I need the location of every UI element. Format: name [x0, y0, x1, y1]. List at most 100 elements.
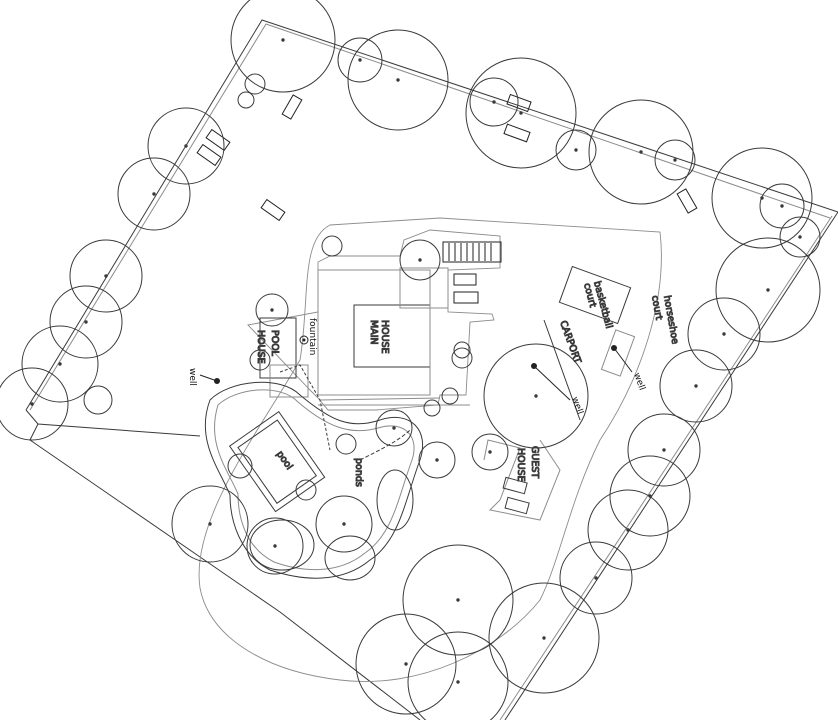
pool-house-footprint	[259, 317, 297, 379]
tree-trunk	[519, 111, 523, 115]
tree-canopy	[355, 613, 457, 715]
grounds-path	[198, 217, 662, 682]
car-northeast-2	[503, 123, 531, 143]
tree-canopy	[295, 479, 317, 501]
tree-trunk	[404, 662, 408, 666]
pool-house: POOL HOUSE	[255, 317, 309, 398]
pool-outer	[228, 410, 326, 513]
pool-house-label-2: HOUSE	[255, 330, 266, 364]
tree-canopy	[83, 385, 113, 415]
trees	[0, 0, 821, 720]
tree-canopy	[441, 387, 459, 405]
tree-trunk	[492, 100, 496, 104]
tree-trunk	[639, 150, 643, 154]
tree-canopy	[465, 57, 577, 169]
tree-trunk	[273, 544, 277, 548]
pond-1	[376, 469, 414, 531]
pool-house-deck	[269, 364, 309, 398]
tree-canopy	[418, 441, 456, 479]
pond-2	[324, 535, 376, 581]
tree-canopy	[453, 341, 471, 359]
driveway-edge-line	[25, 409, 201, 437]
tree-canopy	[469, 77, 519, 127]
pool-label: pool	[274, 449, 295, 472]
tree-canopy	[407, 631, 509, 720]
tree-trunk	[673, 158, 677, 162]
well-east-leader	[613, 347, 633, 373]
basketball-court: basketball court	[558, 265, 632, 330]
well-east-label: well	[631, 372, 647, 392]
main-house-footprint	[353, 304, 431, 368]
tree-trunk	[418, 258, 422, 262]
main-house-label-2: HOUSE	[379, 320, 390, 354]
tree-canopy	[0, 367, 69, 441]
tree-canopy	[555, 129, 597, 171]
tree-trunk	[208, 522, 212, 526]
car-garage-1	[453, 273, 477, 286]
tree-canopy	[321, 235, 343, 257]
tree-trunk	[30, 402, 34, 406]
pond-3	[249, 519, 315, 571]
tree-canopy	[117, 157, 191, 231]
parked-cars	[196, 93, 698, 222]
tree-trunk	[594, 576, 598, 580]
tree-canopy	[399, 239, 441, 281]
well-west-label: well	[187, 368, 197, 386]
tree-canopy	[335, 433, 357, 455]
car-northwest-2	[196, 143, 222, 167]
tree-canopy	[659, 349, 733, 423]
tree-canopy	[488, 582, 600, 694]
tree-trunk	[152, 192, 156, 196]
pool: pool	[228, 410, 326, 513]
tree-canopy	[255, 293, 289, 327]
tree-canopy	[483, 343, 589, 449]
tree-trunk	[798, 235, 802, 239]
tree-trunk	[574, 148, 578, 152]
tree-canopy	[402, 544, 514, 656]
tree-canopy	[337, 37, 383, 83]
well-carport-label: well	[569, 396, 585, 416]
tree-canopy	[587, 489, 669, 571]
tree-canopy	[654, 139, 696, 181]
tree-trunk	[780, 204, 784, 208]
car-east-1	[676, 188, 698, 214]
boundary-south-line	[29, 423, 421, 720]
car-west-1	[260, 198, 286, 222]
tree-trunk	[392, 426, 396, 430]
basketball-court-outline	[558, 265, 632, 325]
tree-canopy	[49, 285, 123, 359]
guest-house-label-1: GUEST	[529, 446, 540, 478]
tree-trunk	[358, 58, 362, 62]
pool-path	[279, 364, 331, 451]
tree-trunk	[722, 332, 726, 336]
tree-trunk	[534, 394, 538, 398]
tree-canopy	[237, 91, 255, 109]
tree-canopy	[230, 0, 336, 93]
ponds-path	[359, 429, 411, 461]
tree-trunk	[456, 598, 460, 602]
garage-cars	[442, 241, 502, 304]
tree-trunk	[542, 636, 546, 640]
tree-trunk	[184, 144, 188, 148]
fountain-label: fountain	[307, 318, 317, 355]
pool-deck-inner	[214, 389, 415, 571]
carport-edge	[543, 319, 581, 421]
tree-trunk	[342, 522, 346, 526]
tree-canopy	[687, 297, 761, 371]
tree-canopy	[451, 347, 473, 369]
garage-outline	[399, 267, 449, 309]
pool-area: pool ponds	[204, 364, 424, 581]
tree-trunk	[58, 362, 62, 366]
car-northwest-1	[205, 128, 231, 152]
tree-trunk	[626, 528, 630, 532]
tree-canopy	[246, 517, 304, 575]
tree-trunk	[456, 680, 460, 684]
fountain-center	[302, 338, 306, 342]
tree-canopy	[715, 237, 821, 343]
grounds-outline	[198, 217, 662, 682]
car-guest-2	[504, 496, 530, 515]
boundary-north-line	[25, 19, 838, 411]
boundary-east-line	[504, 211, 838, 720]
